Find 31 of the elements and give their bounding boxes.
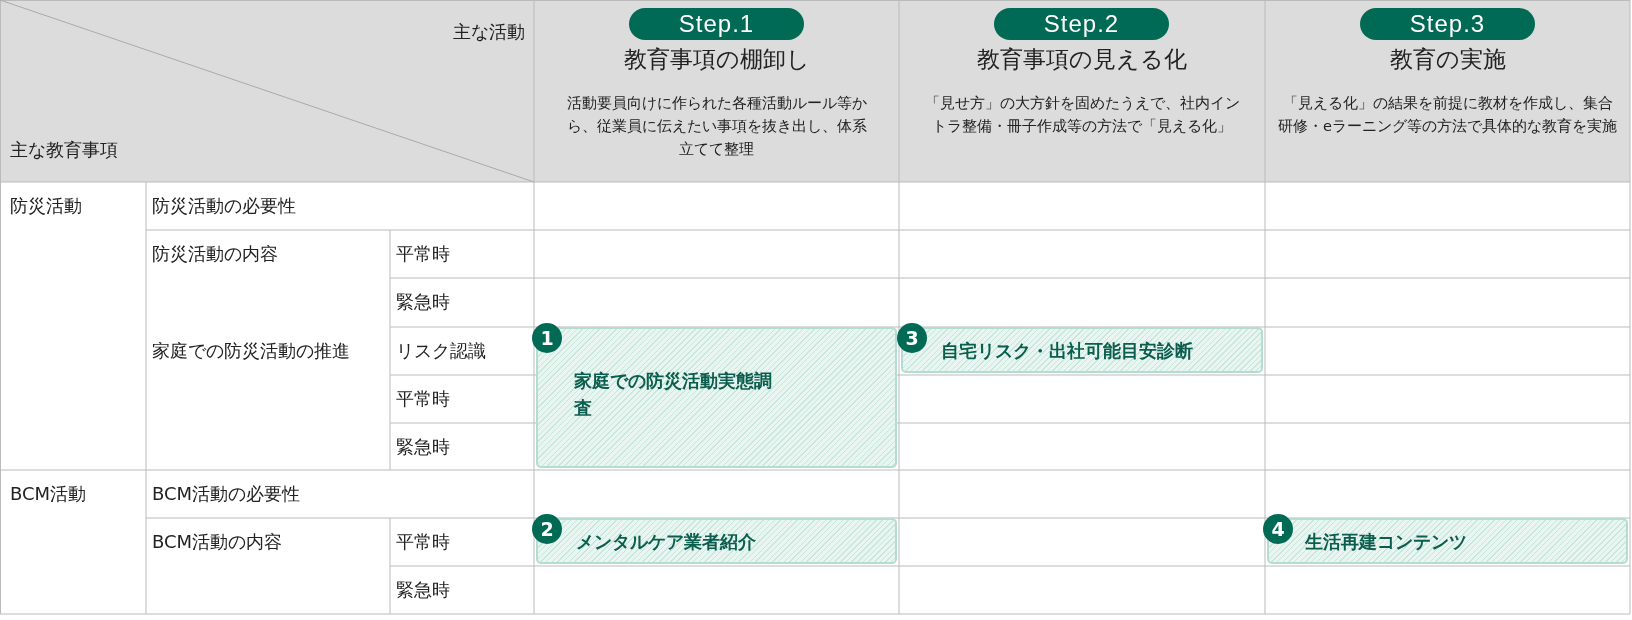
topic-label: 防災活動の必要性 [152,195,296,216]
step-badge: Step.3 [1360,8,1535,40]
step-heading: 教育事項の棚卸し [623,46,810,72]
phase-label: リスク認識 [396,340,486,361]
step-badge: Step.1 [629,8,804,40]
phase-label: 緊急時 [396,436,450,457]
step-badge: Step.2 [994,8,1169,40]
step-description: 活動要員向けに作られた各種活動ルール等から、従業員に伝えたい事項を抜き出し、体系立てて整理 [566,95,867,158]
topic-label: 防災活動の内容 [152,243,278,264]
phase-label: 平常時 [396,531,450,552]
number-badge: 2 [532,514,562,544]
number-badge: 3 [897,323,927,353]
column-heading: 主な活動 [453,21,525,42]
phase-label: 緊急時 [396,291,450,312]
phase-label: 緊急時 [396,579,450,600]
row-heading: 主な教育事項 [10,139,118,160]
activity-title: 生活再建コンテンツ [1305,530,1467,554]
category-label: BCM活動 [10,483,87,504]
phase-label: 平常時 [396,243,450,264]
topic-label: 家庭での防災活動の推進 [152,340,350,361]
number-badge: 1 [532,323,562,353]
activity-title: 自宅リスク・出社可能目安診断 [941,339,1193,363]
activity-title: 家庭での防災活動実態調査 [574,369,773,420]
step-description: 「見える化」の結果を前提に教材を作成し、集合研修・eラーニング等の方法で具体的な教育を実施 [1278,95,1617,135]
step-description: 「見せ方」の大方針を固めたうえで、社内イントラ整備・冊子作成等の方法で「見える化」 [924,95,1240,135]
number-badge: 4 [1263,514,1293,544]
topic-label: BCM活動の内容 [152,531,283,552]
category-label: 防災活動 [10,195,82,216]
topic-label: BCM活動の必要性 [152,483,301,504]
activity-title: メンタルケア業者紹介 [576,530,756,554]
phase-label: 平常時 [396,388,450,409]
